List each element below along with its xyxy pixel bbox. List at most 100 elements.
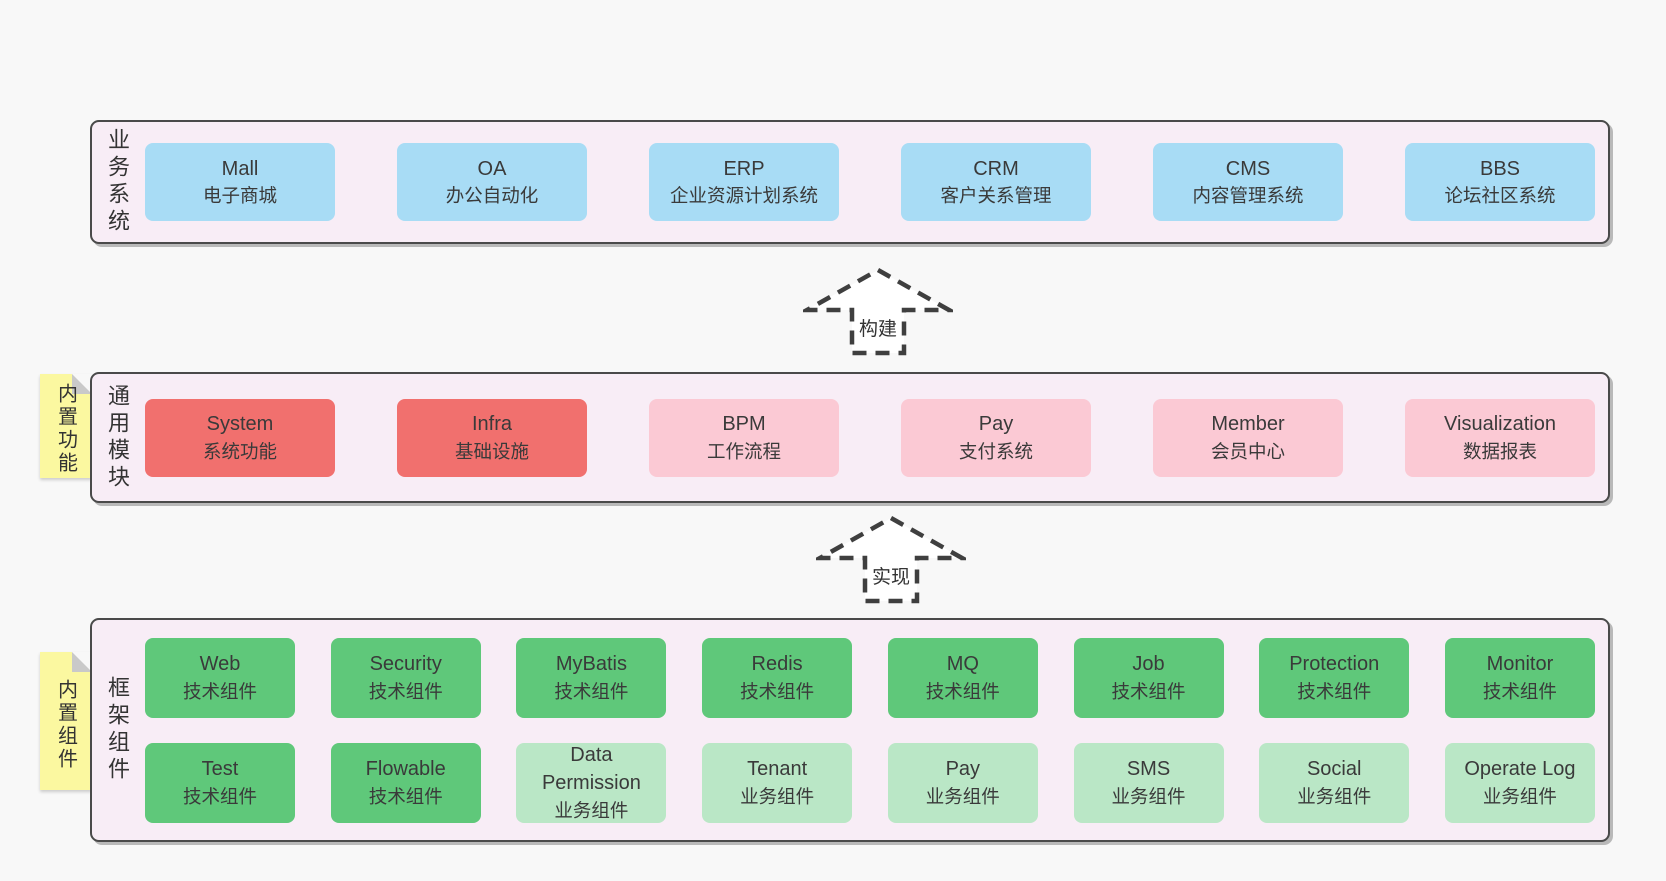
box-title: CMS: [1225, 157, 1271, 180]
box-title: BBS: [1479, 157, 1521, 180]
box-subtitle: 内容管理系统: [1192, 185, 1304, 207]
box-title: Infra: [471, 413, 513, 436]
box-mq: MQ 技术组件: [887, 637, 1038, 718]
box-title: Redis: [751, 653, 803, 676]
sticky-note-label: 内置功能: [54, 383, 77, 476]
box-subtitle: 技术组件: [1111, 680, 1186, 702]
box-title: Monitor: [1486, 653, 1554, 676]
box-subtitle: 技术组件: [368, 680, 443, 702]
box-oa: OA 办公自动化: [397, 143, 587, 221]
box-title: CRM: [973, 157, 1019, 180]
band-label-vertical: 通用模块: [105, 383, 130, 492]
box-title: Pay: [945, 758, 981, 781]
box-social: Social 业务组件: [1259, 742, 1410, 823]
box-infra: Infra 基础设施: [397, 398, 587, 477]
box-protection: Protection 技术组件: [1259, 637, 1410, 718]
box-subtitle: 业务组件: [1297, 785, 1372, 807]
box-title: Protection: [1289, 653, 1380, 676]
box-subtitle: 技术组件: [1482, 680, 1557, 702]
box-subtitle: 电子商城: [202, 185, 277, 207]
box-sms: SMS 业务组件: [1073, 742, 1224, 823]
box-security: Security 技术组件: [330, 637, 481, 718]
box-title: Web: [199, 653, 241, 676]
box-cms: CMS 内容管理系统: [1153, 143, 1343, 221]
box-data-permission: Data Permission 业务组件: [516, 742, 667, 823]
band-rows: Mall 电子商城 OA 办公自动化 ERP 企业资源计划系统 CRM 客户关系管理 CMS 内容…: [145, 122, 1595, 242]
box-title: Operate Log: [1464, 758, 1576, 781]
box-redis: Redis 技术组件: [702, 637, 853, 718]
box-subtitle: 支付系统: [958, 440, 1033, 462]
box-subtitle: 业务组件: [1111, 785, 1186, 807]
box-title: BPM: [722, 413, 766, 436]
box-title: Member: [1211, 413, 1285, 436]
box-title: Flowable: [365, 758, 446, 781]
box-member: Member 会员中心: [1153, 398, 1343, 477]
box-title: Mall: [221, 157, 259, 180]
box-subtitle: 办公自动化: [445, 185, 539, 207]
box-subtitle: 业务组件: [554, 799, 629, 821]
box-mall: Mall 电子商城: [145, 143, 335, 221]
box-bpm: BPM 工作流程: [649, 398, 839, 477]
box-subtitle: 技术组件: [740, 680, 815, 702]
box-title: OA: [477, 157, 507, 180]
box-title: ERP: [723, 157, 765, 180]
box-mybatis: MyBatis 技术组件: [516, 637, 667, 718]
box-visualization: Visualization 数据报表: [1405, 398, 1595, 477]
component-row: Mall 电子商城 OA 办公自动化 ERP 企业资源计划系统 CRM 客户关系管理 CMS 内容…: [145, 143, 1595, 221]
box-crm: CRM 客户关系管理: [901, 143, 1091, 221]
box-system: System 系统功能: [145, 398, 335, 477]
box-title: Visualization: [1444, 413, 1556, 436]
arrow-build: 构建: [803, 266, 953, 358]
up-arrow-icon: [816, 515, 966, 604]
box-bbs: BBS 论坛社区系统: [1405, 143, 1595, 221]
box-tenant: Tenant 业务组件: [702, 742, 853, 823]
box-subtitle: 业务组件: [1482, 785, 1557, 807]
box-title: Data Permission: [541, 743, 641, 795]
sticky-note-built-in-features: 内置功能: [40, 374, 92, 478]
sticky-note-label: 内置组件: [54, 679, 77, 772]
box-test: Test 技术组件: [145, 742, 295, 823]
sticky-note-built-in-components: 内置组件: [40, 652, 92, 790]
box-flowable: Flowable 技术组件: [330, 742, 481, 823]
box-subtitle: 论坛社区系统: [1444, 185, 1556, 207]
box-subtitle: 业务组件: [925, 785, 1000, 807]
box-title: System: [206, 413, 274, 436]
box-subtitle: 企业资源计划系统: [669, 185, 818, 207]
box-subtitle: 工作流程: [706, 440, 781, 462]
box-title: Test: [201, 758, 239, 781]
box-monitor: Monitor 技术组件: [1444, 637, 1595, 718]
box-subtitle: 会员中心: [1210, 440, 1285, 462]
box-title: Security: [369, 653, 442, 676]
box-subtitle: 技术组件: [554, 680, 629, 702]
arrow-label: 实现: [870, 562, 912, 589]
box-title: Social: [1306, 758, 1362, 781]
box-pay: Pay 业务组件: [887, 742, 1038, 823]
box-subtitle: 业务组件: [740, 785, 815, 807]
box-subtitle: 技术组件: [1297, 680, 1372, 702]
box-subtitle: 技术组件: [182, 785, 257, 807]
box-subtitle: 基础设施: [454, 440, 529, 462]
box-title: MyBatis: [555, 653, 627, 676]
box-subtitle: 技术组件: [182, 680, 257, 702]
box-subtitle: 技术组件: [368, 785, 443, 807]
box-title: Tenant: [747, 758, 808, 781]
up-arrow-icon: [803, 267, 953, 356]
band-label-vertical: 框架组件: [105, 676, 130, 784]
box-title: MQ: [946, 653, 979, 676]
box-subtitle: 系统功能: [202, 440, 277, 462]
box-subtitle: 技术组件: [925, 680, 1000, 702]
box-subtitle: 数据报表: [1462, 440, 1537, 462]
box-title: SMS: [1126, 758, 1171, 781]
box-erp: ERP 企业资源计划系统: [649, 143, 839, 221]
box-subtitle: 客户关系管理: [940, 185, 1052, 207]
